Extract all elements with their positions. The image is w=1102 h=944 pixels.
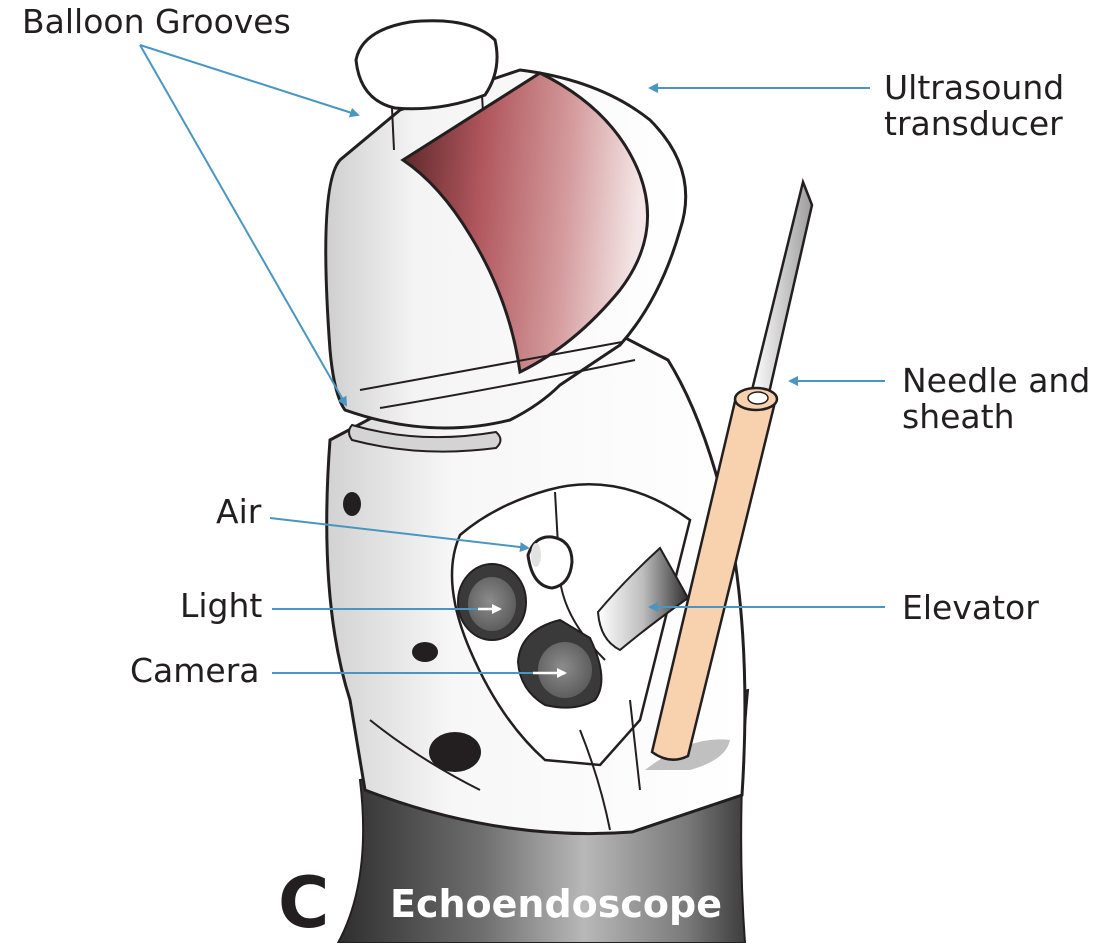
label-needle-line1: Needle and: [902, 363, 1090, 399]
side-hole-middle: [412, 642, 438, 662]
label-elevator: Elevator: [902, 590, 1039, 626]
label-balloon-grooves: Balloon Grooves: [22, 4, 291, 40]
camera-lens: [538, 642, 592, 698]
panel-letter: C: [278, 868, 329, 938]
label-ultrasound-line1: Ultrasound: [884, 70, 1064, 106]
caption-echoendoscope: Echoendoscope: [390, 880, 722, 928]
pointer-balloon-upper: [140, 45, 358, 115]
light-lens: [468, 577, 516, 631]
label-air: Air: [216, 494, 261, 530]
label-needle-line2: sheath: [902, 399, 1015, 435]
needle: [752, 182, 812, 393]
label-ultrasound-line2: transducer: [884, 106, 1063, 142]
balloon-cap: [356, 21, 497, 109]
side-hole-upper: [343, 492, 361, 516]
label-light: Light: [180, 588, 262, 624]
label-camera: Camera: [130, 653, 260, 689]
pointer-balloon-lower: [140, 45, 346, 405]
